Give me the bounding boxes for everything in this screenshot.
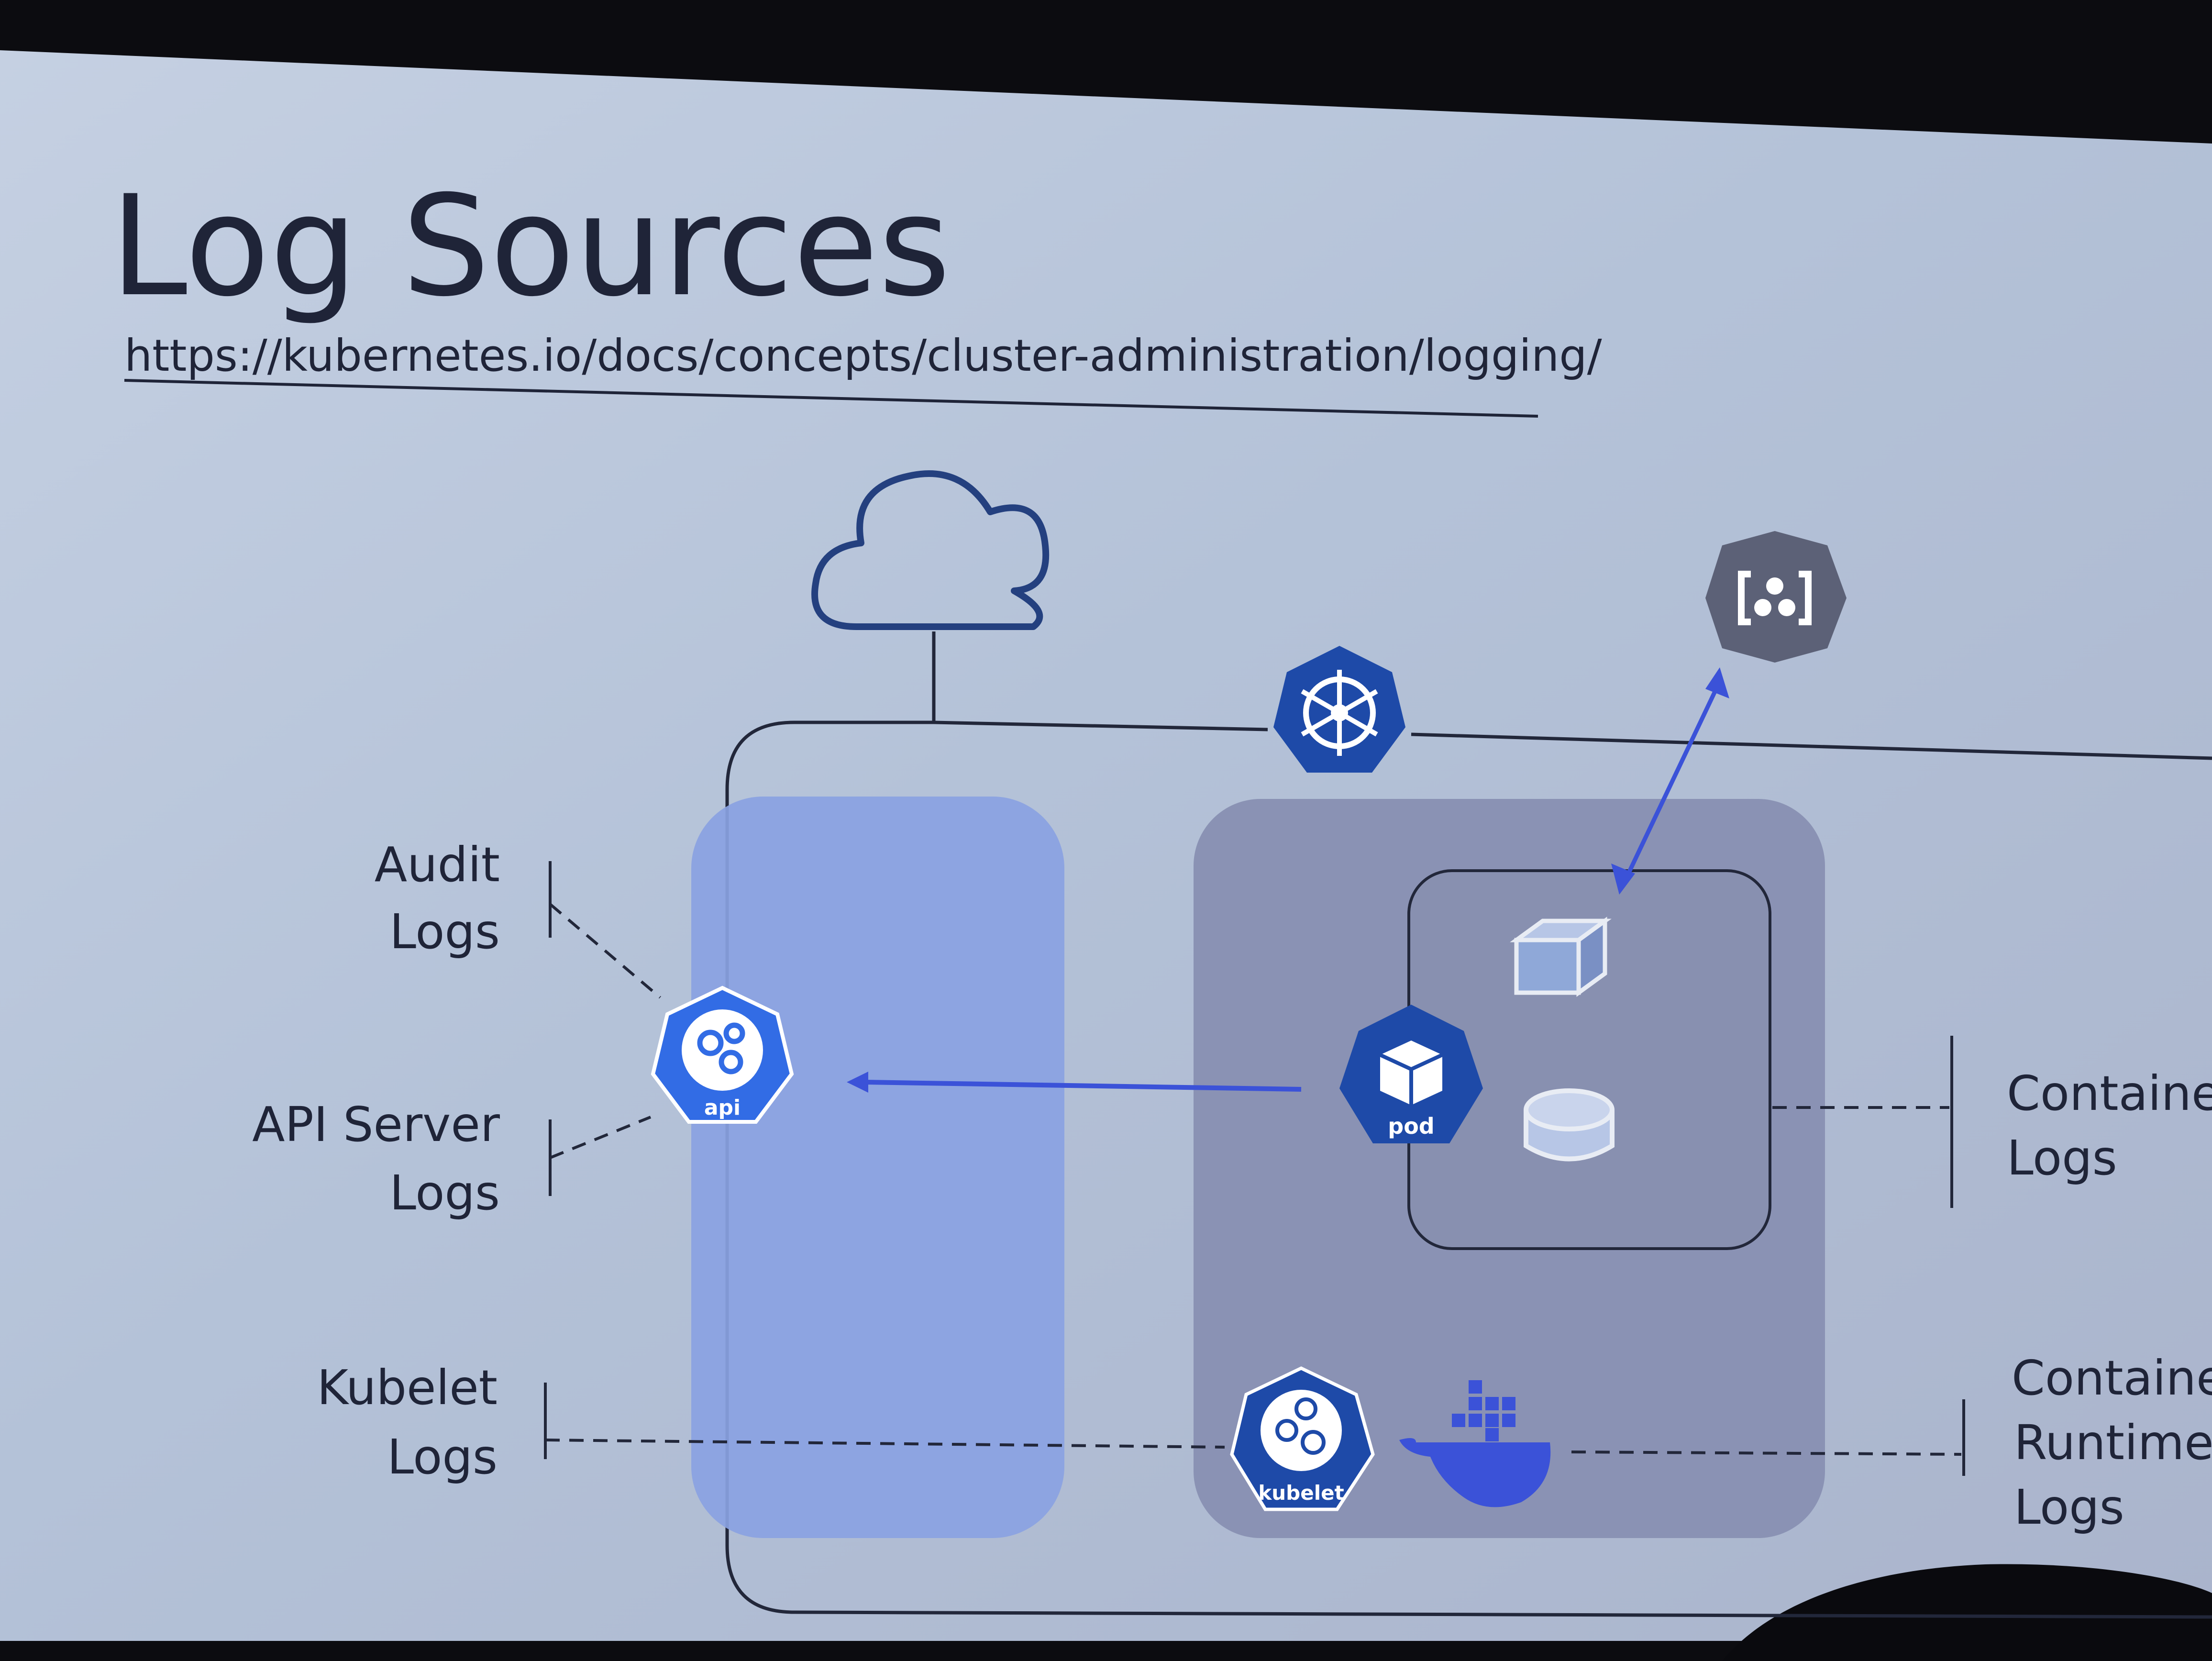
api-server-label-line2: Logs bbox=[389, 1165, 500, 1221]
logging-backend-icon bbox=[1705, 531, 1847, 663]
audit-label-line1: Audit bbox=[375, 837, 500, 893]
pod-icon: pod bbox=[1339, 1005, 1483, 1143]
pod-icon-label: pod bbox=[1388, 1113, 1434, 1139]
control-plane-column bbox=[691, 797, 1064, 1538]
api-server-label-line1: API Server bbox=[252, 1096, 500, 1152]
cloud-icon bbox=[811, 470, 1050, 630]
slide-url[interactable]: https://kubernetes.io/docs/concepts/clus… bbox=[124, 330, 1602, 381]
pod-to-api-arrow bbox=[847, 1072, 1302, 1093]
storage-volume-icon bbox=[1524, 1088, 1615, 1162]
runtime-label-line2: Runtime bbox=[2014, 1415, 2212, 1471]
kubelet-label-line1: Kubelet bbox=[317, 1360, 498, 1416]
kubelet-label-line2: Logs bbox=[387, 1429, 498, 1485]
cluster-boundary-top-right bbox=[1411, 732, 2212, 760]
api-icon-label: api bbox=[704, 1096, 741, 1120]
audience-silhouette bbox=[1722, 1564, 2212, 1661]
docker-icon bbox=[1399, 1380, 1551, 1507]
container-cube-icon bbox=[1510, 917, 1612, 997]
kubelet-icon: kubelet bbox=[1230, 1366, 1375, 1511]
api-server-icon: api bbox=[651, 986, 794, 1124]
container-label-line1: Containe bbox=[2007, 1065, 2212, 1121]
cluster-boundary-top-left bbox=[933, 720, 1268, 731]
container-label-line2: Logs bbox=[2007, 1130, 2117, 1186]
log-shipping-arrow bbox=[1611, 667, 1729, 895]
audit-label-line2: Logs bbox=[389, 904, 500, 960]
kubernetes-helm-icon bbox=[1273, 646, 1405, 773]
runtime-label-line1: Containe bbox=[2012, 1350, 2212, 1406]
runtime-label-line3: Logs bbox=[2014, 1479, 2124, 1535]
kubelet-icon-label: kubelet bbox=[1258, 1481, 1344, 1505]
leader-lines bbox=[544, 861, 1965, 1476]
slide-title: Log Sources bbox=[110, 166, 951, 327]
log-labels: Audit Logs API Server Logs Kubelet Logs … bbox=[252, 837, 2212, 1535]
slide-url-underline bbox=[124, 379, 1538, 418]
